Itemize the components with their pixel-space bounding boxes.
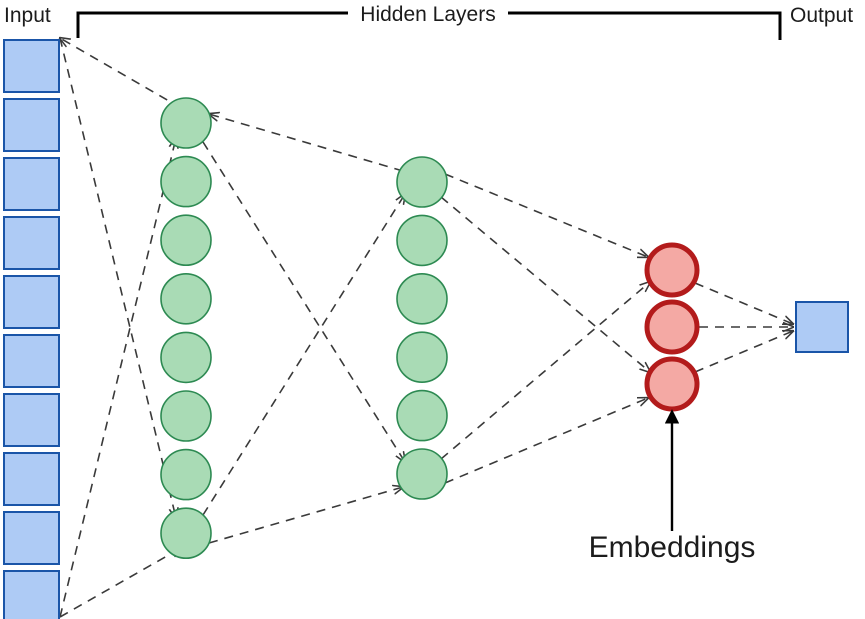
input-node[interactable] (3, 334, 60, 388)
connection-line (59, 138, 176, 618)
hidden-node[interactable] (160, 331, 212, 384)
hidden-node[interactable] (160, 272, 212, 325)
connections-input-to-hidden1 (59, 37, 182, 618)
input-node[interactable] (3, 275, 60, 329)
connection-line (440, 196, 650, 372)
hidden-layer-1 (160, 97, 212, 560)
embedding-node[interactable] (644, 299, 700, 355)
connection-line (60, 38, 182, 109)
hidden-node[interactable] (160, 507, 212, 560)
hidden-node[interactable] (396, 331, 448, 384)
label-output: Output (790, 4, 853, 27)
input-node[interactable] (3, 98, 60, 152)
hidden-layer-2 (396, 156, 448, 500)
embedding-layer (644, 242, 700, 412)
connection-line (694, 282, 793, 324)
input-node[interactable] (3, 452, 60, 506)
input-node[interactable] (3, 157, 60, 211)
hidden-node[interactable] (160, 214, 212, 266)
hidden-node[interactable] (396, 448, 448, 500)
connection-line (202, 194, 405, 516)
input-layer (3, 39, 60, 619)
connection-line (202, 141, 405, 462)
input-node[interactable] (3, 570, 60, 619)
hidden-node[interactable] (160, 448, 212, 501)
connection-line (440, 282, 650, 460)
label-input: Input (4, 4, 51, 27)
hidden-node[interactable] (160, 390, 212, 442)
connections-embeddings-to-output (694, 282, 793, 373)
input-node[interactable] (3, 39, 60, 93)
hidden-node[interactable] (396, 272, 448, 325)
connections-hidden1-to-hidden2 (202, 114, 405, 544)
input-node[interactable] (3, 393, 60, 447)
connections-hidden2-to-embeddings (440, 173, 650, 484)
connection-line (209, 114, 404, 172)
hidden-layers-bracket (76, 11, 782, 40)
connection-line (444, 173, 648, 257)
output-layer (795, 301, 849, 353)
label-embeddings: Embeddings (589, 531, 756, 564)
connection-line (444, 398, 648, 484)
hidden-node[interactable] (396, 156, 448, 208)
input-node[interactable] (3, 216, 60, 270)
embedding-node[interactable] (644, 356, 700, 412)
hidden-node[interactable] (396, 214, 448, 267)
connection-line (208, 487, 403, 544)
hidden-node[interactable] (160, 97, 212, 149)
hidden-node[interactable] (396, 389, 448, 442)
output-node[interactable] (795, 301, 849, 353)
connection-line (59, 548, 181, 618)
connection-line (694, 331, 793, 373)
hidden-node[interactable] (160, 155, 212, 208)
connection-line (59, 37, 176, 518)
embedding-node[interactable] (644, 242, 700, 298)
label-hidden-layers: Hidden Layers (360, 3, 495, 26)
input-node[interactable] (3, 511, 60, 565)
